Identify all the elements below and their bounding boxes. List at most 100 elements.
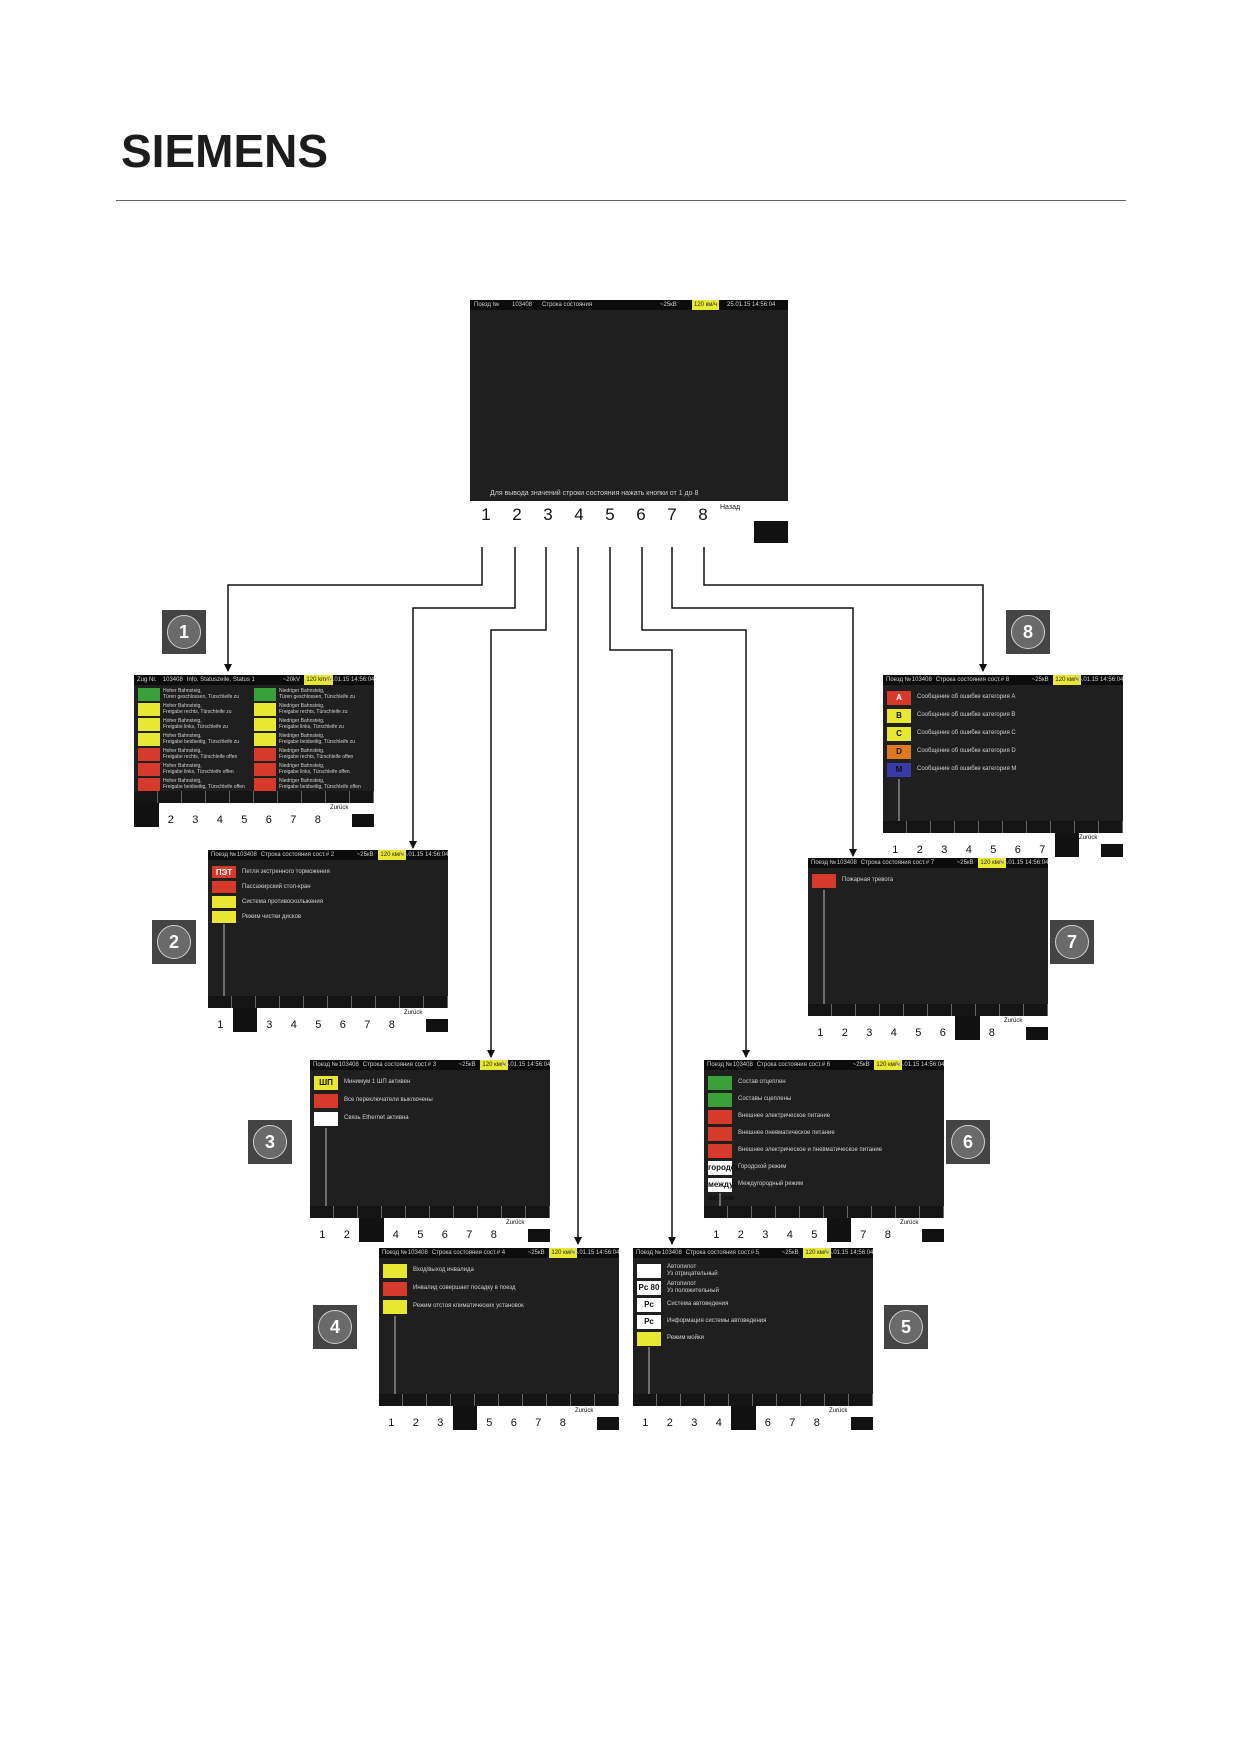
back-button[interactable]: Zurück: [900, 1220, 919, 1226]
softkey-8[interactable]: [1054, 833, 1079, 857]
softkey-6[interactable]: 6: [636, 505, 646, 524]
status-icon: [383, 1300, 407, 1314]
softkey-4[interactable]: 4: [290, 1019, 297, 1031]
softkey-7[interactable]: 7: [860, 1229, 867, 1241]
softkey-5[interactable]: 5: [241, 814, 248, 826]
softkey-7[interactable]: 7: [290, 814, 297, 826]
softkey-1[interactable]: 1: [713, 1229, 720, 1241]
back-button[interactable]: Zurück: [404, 1010, 423, 1016]
softkey-6[interactable]: 6: [939, 1027, 946, 1039]
softkey-4[interactable]: 4: [392, 1229, 399, 1241]
arrow-3: [487, 547, 547, 1058]
softkey-4[interactable]: 4: [965, 844, 972, 856]
softkey-5[interactable]: 5: [915, 1027, 922, 1039]
softkey-5[interactable]: 5: [315, 1019, 322, 1031]
door-icon: [138, 778, 160, 791]
train-no: 103408: [407, 1250, 428, 1256]
softkey-3[interactable]: 3: [691, 1417, 698, 1429]
softkey-8[interactable]: 8: [388, 1019, 395, 1031]
softkey-8[interactable]: 8: [490, 1229, 497, 1241]
softkey-3[interactable]: 3: [762, 1229, 769, 1241]
softkey-1[interactable]: 1: [217, 1019, 224, 1031]
softkey-1[interactable]: 1: [481, 505, 491, 524]
softkey-blank[interactable]: [922, 1229, 944, 1242]
softkey-3[interactable]: 3: [941, 844, 948, 856]
softkey-2[interactable]: 2: [841, 1027, 848, 1039]
softkey-8[interactable]: 8: [813, 1417, 820, 1429]
softkey-5[interactable]: 5: [811, 1229, 818, 1241]
softkey-4[interactable]: 4: [216, 814, 223, 826]
back-button[interactable]: Zurück: [1004, 1018, 1023, 1024]
softkey-1[interactable]: 1: [388, 1417, 395, 1429]
softkey-7[interactable]: 7: [466, 1229, 473, 1241]
softkey-3[interactable]: 3: [266, 1019, 273, 1031]
softkey-blank[interactable]: [597, 1417, 619, 1430]
softkey-7[interactable]: 7: [789, 1417, 796, 1429]
softkey-3[interactable]: 3: [866, 1027, 873, 1039]
status-icon: ШП: [314, 1076, 338, 1090]
softkey-2[interactable]: 2: [343, 1229, 350, 1241]
softkey-6[interactable]: 6: [764, 1417, 771, 1429]
softkey-row: 1 2 3 5 6 7 8 Zurück: [379, 1406, 619, 1430]
softkey-6[interactable]: 6: [339, 1019, 346, 1031]
back-button[interactable]: Zurück: [330, 805, 349, 811]
softkey-5[interactable]: [731, 1406, 756, 1430]
softkey-8[interactable]: 8: [884, 1229, 891, 1241]
softkey-5[interactable]: 5: [486, 1417, 493, 1429]
softkey-7[interactable]: 7: [667, 505, 677, 524]
back-button[interactable]: Zurück: [506, 1220, 525, 1226]
softkey-1[interactable]: 1: [642, 1417, 649, 1429]
softkey-4[interactable]: [452, 1406, 477, 1430]
back-button[interactable]: Zurück: [575, 1408, 594, 1414]
softkey-6[interactable]: 6: [1014, 844, 1021, 856]
softkey-2[interactable]: 2: [737, 1229, 744, 1241]
softkey-3[interactable]: [359, 1218, 384, 1242]
softkey-8[interactable]: 8: [314, 814, 321, 826]
softkey-3[interactable]: 3: [192, 814, 199, 826]
softkey-2[interactable]: 2: [412, 1417, 419, 1429]
softkey-3[interactable]: 3: [437, 1417, 444, 1429]
softkey-blank[interactable]: [426, 1019, 448, 1032]
softkey-4[interactable]: 4: [574, 505, 584, 524]
softkey-7[interactable]: [955, 1016, 980, 1040]
softkey-1[interactable]: 1: [892, 844, 899, 856]
back-button[interactable]: Назад: [720, 504, 741, 511]
softkey-6[interactable]: 6: [441, 1229, 448, 1241]
softkey-2[interactable]: [232, 1008, 257, 1032]
softkey-5[interactable]: 5: [417, 1229, 424, 1241]
softkey-4[interactable]: 4: [715, 1417, 722, 1429]
softkey-blank[interactable]: [1101, 844, 1123, 857]
softkey-6[interactable]: 6: [265, 814, 272, 826]
softkey-3[interactable]: 3: [543, 505, 553, 524]
train-no: 103408: [732, 1062, 753, 1068]
softkey-8[interactable]: 8: [698, 505, 708, 524]
softkey-4[interactable]: 4: [890, 1027, 897, 1039]
softkey-blank[interactable]: [1026, 1027, 1048, 1040]
softkey-6[interactable]: 6: [510, 1417, 517, 1429]
softkey-5[interactable]: 5: [605, 505, 615, 524]
softkey-blank[interactable]: [754, 521, 788, 543]
softkey-4[interactable]: 4: [786, 1229, 793, 1241]
softkey-1[interactable]: 1: [817, 1027, 824, 1039]
softkey-6[interactable]: [826, 1218, 851, 1242]
back-button[interactable]: Zurück: [829, 1408, 848, 1414]
softkey-7[interactable]: 7: [364, 1019, 371, 1031]
softkey-blank[interactable]: [352, 814, 374, 827]
softkey-5[interactable]: 5: [990, 844, 997, 856]
softkey-2[interactable]: 2: [512, 505, 522, 524]
softkey-7[interactable]: 7: [535, 1417, 542, 1429]
voltage: ~25кВ: [781, 1250, 799, 1256]
softkey-7[interactable]: 7: [1039, 844, 1046, 856]
softkey-2[interactable]: 2: [167, 814, 174, 826]
softkey-8[interactable]: 8: [559, 1417, 566, 1429]
softkey-2[interactable]: 2: [666, 1417, 673, 1429]
back-button[interactable]: Zurück: [1079, 835, 1098, 841]
softkey-blank[interactable]: [851, 1417, 873, 1430]
softkey-8[interactable]: 8: [988, 1027, 995, 1039]
softkey-1[interactable]: 1: [319, 1229, 326, 1241]
softkey-blank[interactable]: [528, 1229, 550, 1242]
softkey-1[interactable]: [134, 803, 159, 827]
softkey-2[interactable]: 2: [916, 844, 923, 856]
